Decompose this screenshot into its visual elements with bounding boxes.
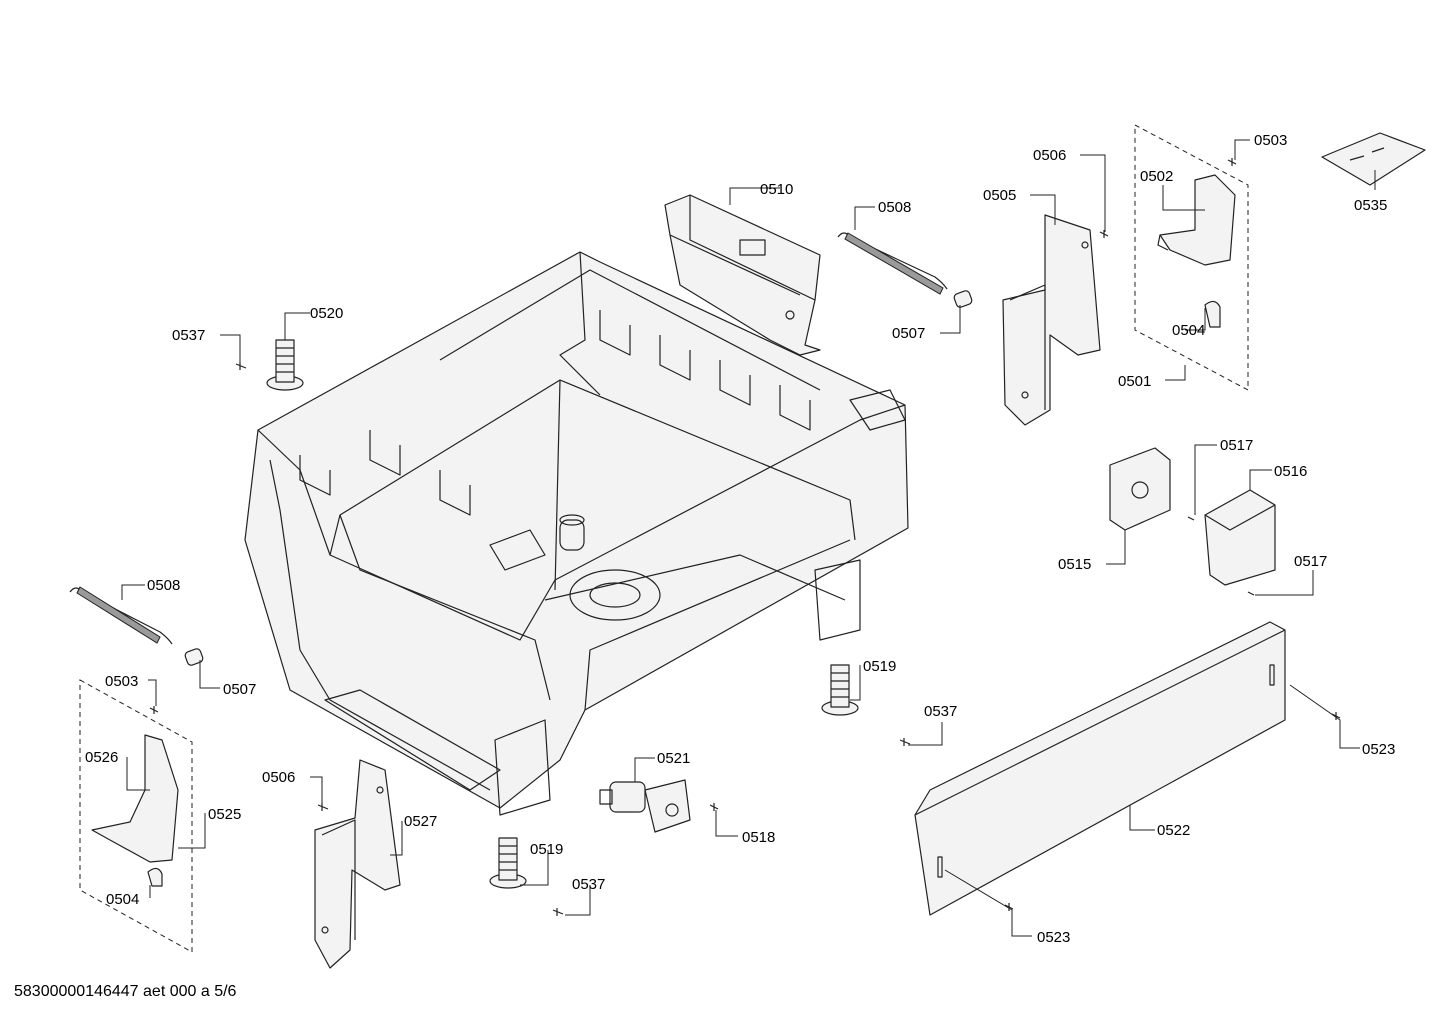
part-label: 0515 <box>1058 556 1091 573</box>
part-label: 0535 <box>1354 197 1387 214</box>
part-label: 0521 <box>657 750 690 767</box>
part-0507-roller-lower <box>184 648 204 666</box>
part-label: 0507 <box>892 325 925 342</box>
part-label: 0508 <box>878 199 911 216</box>
part-label: 0537 <box>172 327 205 344</box>
part-label: 0506 <box>262 769 295 786</box>
part-label: 0537 <box>924 703 957 720</box>
part-0519-foot-right <box>821 664 859 716</box>
part-label: 0527 <box>404 813 437 830</box>
screw-parts <box>149 158 1341 916</box>
part-label: 0510 <box>760 181 793 198</box>
part-label: 0518 <box>742 829 775 846</box>
part-label: 0506 <box>1033 147 1066 164</box>
part-0521-valve <box>599 779 691 833</box>
part-0535-screw-bag <box>1321 132 1426 186</box>
part-label: 0523 <box>1037 929 1070 946</box>
part-0520-foot <box>266 339 304 391</box>
part-label: 0537 <box>572 876 605 893</box>
part-label: 0523 <box>1362 741 1395 758</box>
part-label: 0522 <box>1157 822 1190 839</box>
part-0519-foot-left <box>489 837 527 889</box>
part-0501-hinge-assembly <box>1134 124 1249 391</box>
part-label: 0520 <box>310 305 343 322</box>
part-0522-kickplate <box>914 621 1286 916</box>
part-label: 0516 <box>1274 463 1307 480</box>
part-0507-roller-upper <box>953 290 973 308</box>
part-0505-hinge-bracket <box>1002 214 1101 426</box>
part-label: 0508 <box>147 577 180 594</box>
part-label: 0501 <box>1118 373 1151 390</box>
part-label: 0503 <box>105 673 138 690</box>
part-0525-hinge-assembly <box>79 679 193 953</box>
part-0515-bracket <box>1109 447 1171 531</box>
part-label: 0517 <box>1220 437 1253 454</box>
part-0510-module <box>664 194 821 356</box>
leader-lines <box>121 139 1376 937</box>
part-label: 0504 <box>1172 322 1205 339</box>
part-0508-spring-lower <box>69 586 173 645</box>
part-label: 0503 <box>1254 132 1287 149</box>
part-label: 0504 <box>106 891 139 908</box>
part-label: 0502 <box>1140 168 1173 185</box>
part-0527-hinge-bracket <box>314 759 401 969</box>
part-label: 0526 <box>85 749 118 766</box>
part-label: 0505 <box>983 187 1016 204</box>
part-labels: 0503 0535 0506 0502 0505 0510 0508 0520 … <box>85 132 1395 946</box>
part-0516-cover <box>1204 489 1276 586</box>
part-label: 0507 <box>223 681 256 698</box>
part-label: 0519 <box>863 658 896 675</box>
part-0508-spring-upper <box>837 232 948 295</box>
part-label: 0517 <box>1294 553 1327 570</box>
base-frame-drawing <box>244 251 909 816</box>
part-label: 0525 <box>208 806 241 823</box>
part-label: 0519 <box>530 841 563 858</box>
document-id: 58300000146447 aet 000 a 5/6 <box>14 983 237 1000</box>
